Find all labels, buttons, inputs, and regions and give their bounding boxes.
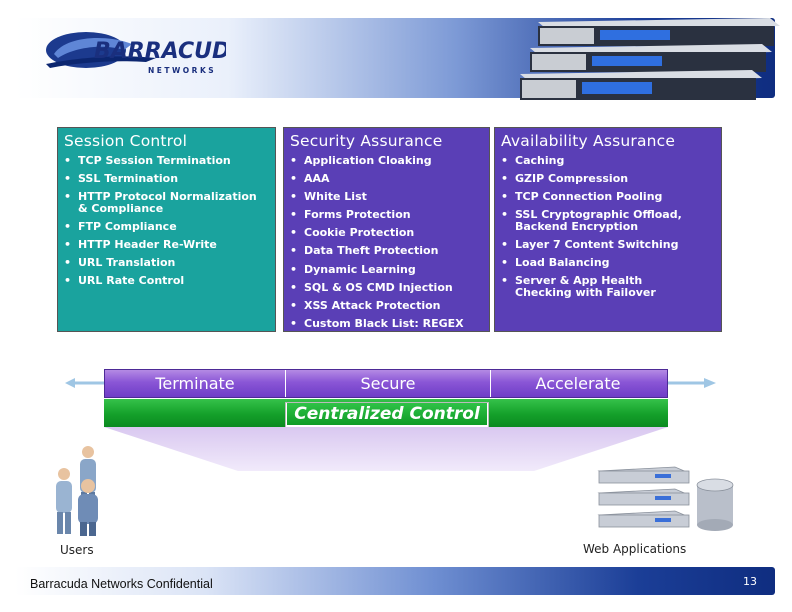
availability-assurance-panel: Availability Assurance Caching GZIP Comp… xyxy=(494,127,722,332)
centralized-control-label: Centralized Control xyxy=(287,403,487,425)
list-item: URL Translation xyxy=(62,257,273,269)
session-control-panel: Session Control TCP Session Termination … xyxy=(57,127,276,332)
security-assurance-panel: Security Assurance Application Cloaking … xyxy=(283,127,490,332)
page-number: 13 xyxy=(743,575,757,588)
list-item: Layer 7 Content Switching xyxy=(499,239,719,251)
list-item: FTP Compliance xyxy=(62,221,273,233)
list-item: White List xyxy=(288,191,487,203)
list-item: SSL Termination xyxy=(62,173,273,185)
list-item: HTTP Protocol Normalization & Compliance xyxy=(62,191,273,214)
list-item: Data Theft Protection xyxy=(288,245,487,257)
list-item: Dynamic Learning xyxy=(288,264,487,276)
stage-accelerate: Accelerate xyxy=(535,374,621,393)
list-item: SQL & OS CMD Injection xyxy=(288,282,487,294)
list-item: Load Balancing xyxy=(499,257,719,269)
web-servers-icon xyxy=(597,466,734,531)
list-item: TCP Connection Pooling xyxy=(499,191,719,203)
users-icon xyxy=(56,446,98,536)
logo-text: BARRACUDA xyxy=(94,39,226,64)
list-item: Application Cloaking xyxy=(288,155,487,167)
list-item: Server & App Health Checking with Failov… xyxy=(499,275,719,298)
list-item: HTTP Header Re-Write xyxy=(62,239,273,251)
stage-terminate: Terminate xyxy=(155,374,235,393)
server-appliances-image xyxy=(520,18,780,100)
list-item: Caching xyxy=(499,155,719,167)
security-assurance-list: Application Cloaking AAA White List Form… xyxy=(288,155,487,336)
list-item: URL Rate Control xyxy=(62,275,273,287)
web-applications-label: Web Applications xyxy=(583,542,687,556)
availability-assurance-list: Caching GZIP Compression TCP Connection … xyxy=(499,155,719,305)
footer-banner xyxy=(15,567,775,595)
stage-secure: Secure xyxy=(285,370,491,397)
arrow-right-icon xyxy=(660,378,716,388)
barracuda-logo: BARRACUDA NETWORKS xyxy=(46,32,226,75)
panel-title: Security Assurance xyxy=(290,132,443,150)
list-item: Forms Protection xyxy=(288,209,487,221)
list-item: TCP Session Termination xyxy=(62,155,273,167)
list-item: XSS Attack Protection xyxy=(288,300,487,312)
panel-title: Session Control xyxy=(64,132,188,150)
panel-title: Availability Assurance xyxy=(501,132,676,150)
list-item: GZIP Compression xyxy=(499,173,719,185)
footer-text: Barracuda Networks Confidential xyxy=(30,577,213,591)
logo-subtext: NETWORKS xyxy=(148,66,216,75)
users-label: Users xyxy=(60,543,94,557)
funnel-shape xyxy=(104,427,668,471)
stage-bar: Terminate Secure Accelerate xyxy=(104,369,668,398)
list-item: Cookie Protection xyxy=(288,227,487,239)
list-item: Custom Black List: REGEX xyxy=(288,318,487,330)
list-item: SSL Cryptographic Offload, Backend Encry… xyxy=(499,209,719,232)
list-item: AAA xyxy=(288,173,487,185)
session-control-list: TCP Session Termination SSL Termination … xyxy=(62,155,273,293)
